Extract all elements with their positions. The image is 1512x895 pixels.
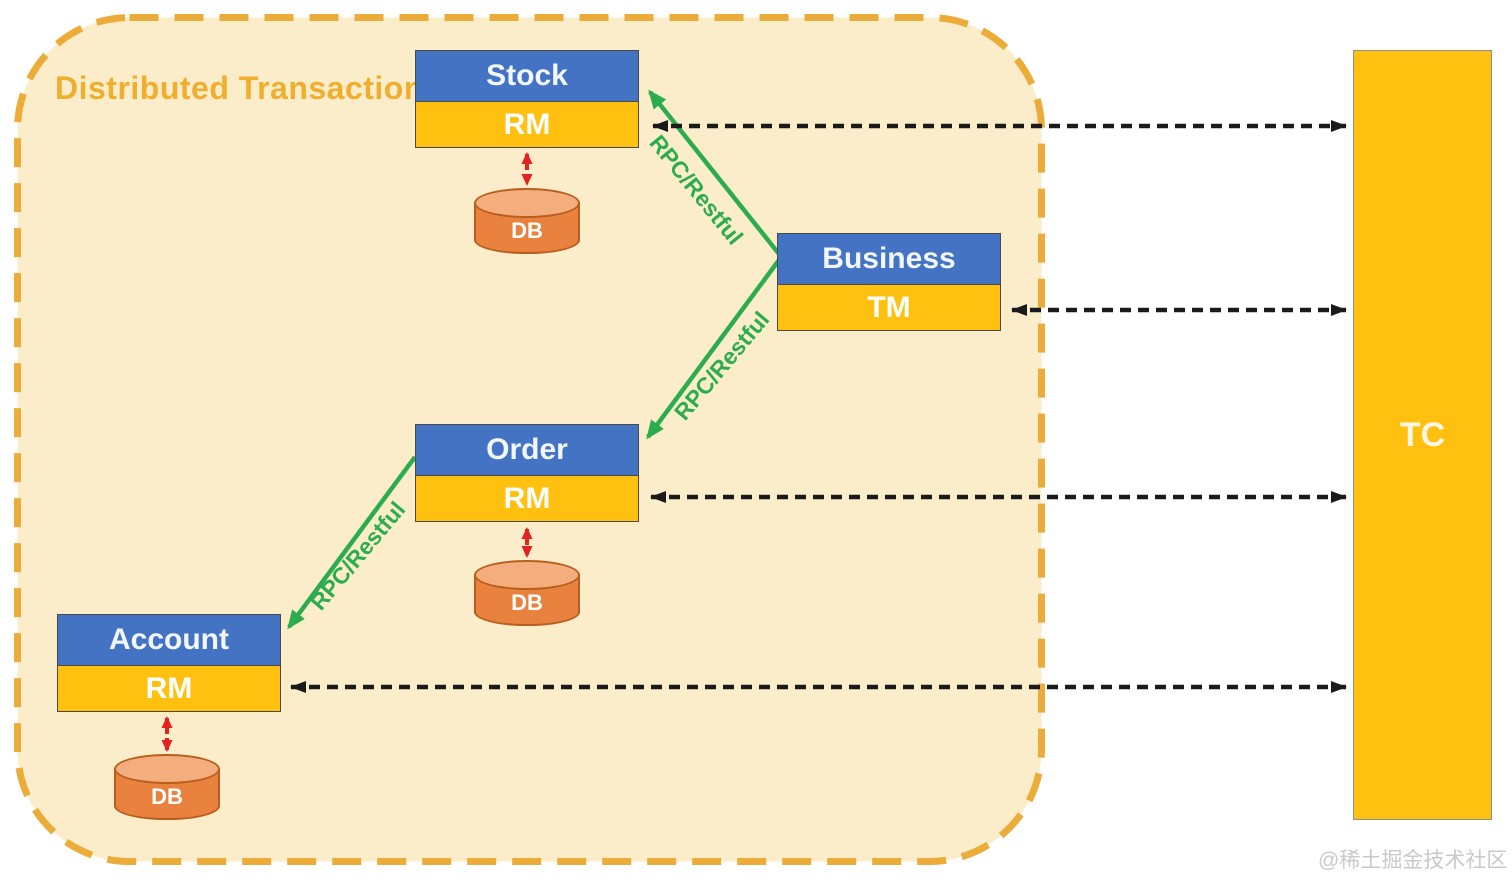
database-label: DB <box>511 218 543 243</box>
tc-label: TC <box>1399 415 1446 454</box>
service-name: Account <box>58 615 280 665</box>
service-role: RM <box>416 475 638 521</box>
database-order: DB <box>474 560 580 630</box>
rpc-arrow-business-to-order <box>646 258 781 440</box>
service-box-account: Account RM <box>57 614 281 712</box>
tc-box: TC <box>1353 50 1492 820</box>
database-cylinder-top <box>474 188 580 218</box>
database-account: DB <box>114 754 220 824</box>
database-label: DB <box>151 784 183 809</box>
rpc-label-business-stock: RPC/Restful <box>644 129 749 250</box>
watermark: @稀土掘金技术社区 <box>1318 849 1508 872</box>
service-name: Stock <box>416 51 638 101</box>
rpc-label-order-account: RPC/Restful <box>304 496 411 615</box>
service-box-stock: Stock RM <box>415 50 639 148</box>
rpc-label-business-order: RPC/Restful <box>668 306 775 425</box>
service-box-business: Business TM <box>777 233 1001 331</box>
service-name: Order <box>416 425 638 475</box>
database-stock: DB <box>474 188 580 258</box>
service-name: Business <box>778 234 1000 284</box>
service-role: RM <box>58 665 280 711</box>
service-role: RM <box>416 101 638 147</box>
database-cylinder-top <box>114 754 220 784</box>
service-box-order: Order RM <box>415 424 639 522</box>
database-label: DB <box>511 590 543 615</box>
service-role: TM <box>778 284 1000 330</box>
diagram-title: Distributed Transaction <box>55 70 424 106</box>
database-cylinder-top <box>474 560 580 590</box>
